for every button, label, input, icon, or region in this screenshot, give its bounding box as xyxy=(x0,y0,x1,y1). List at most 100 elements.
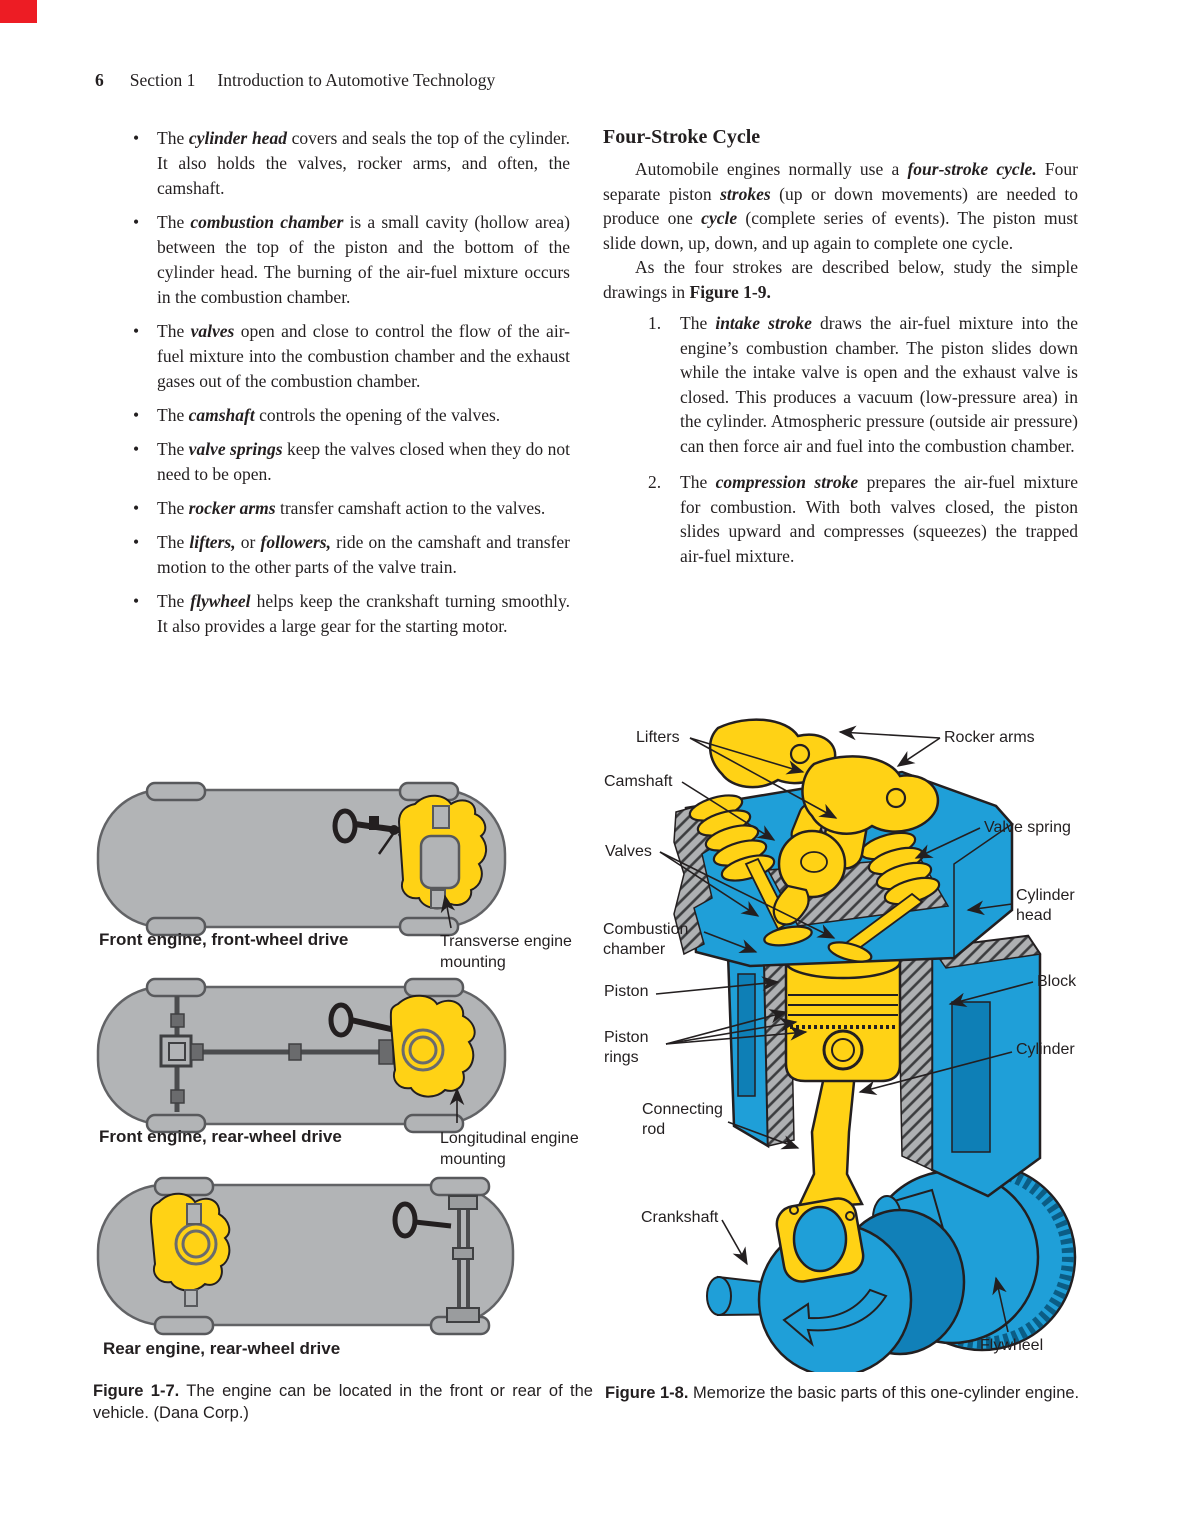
steering-column xyxy=(414,1219,452,1229)
bullet-marker: • xyxy=(133,591,140,611)
steering-column xyxy=(350,1017,396,1033)
label-valve-spring: Valve spring xyxy=(984,819,1071,836)
term-combustion-chamber: combustion chamber xyxy=(190,212,344,232)
wheel xyxy=(429,1176,491,1197)
term-strokes: strokes xyxy=(720,183,771,204)
label-lifters: Lifters xyxy=(636,729,680,746)
page-corner-tab xyxy=(0,0,37,23)
four-stroke-heading: Four-Stroke Cycle xyxy=(603,126,761,148)
bullet-marker: • xyxy=(133,405,140,425)
left-column: • The cylinder head covers and seals the… xyxy=(93,126,570,648)
wheel xyxy=(145,1113,207,1134)
bullet-text: The lifters, or followers, ride on the c… xyxy=(157,532,570,577)
page-title: Introduction to Automotive Technology xyxy=(217,70,496,90)
term-valve-springs: valve springs xyxy=(188,439,283,459)
car-label-front-rear: Front engine, rear-wheel drive xyxy=(99,1127,342,1146)
label-cylinder-head: Cylinder head xyxy=(1016,887,1075,924)
bullet-marker: • xyxy=(133,532,140,552)
figure-1-7-art xyxy=(96,781,515,1336)
bullet-marker: • xyxy=(133,498,140,518)
callout-longitudinal: Longitudinal engine mounting xyxy=(440,1130,579,1168)
callout-transverse: Transverse engine mounting xyxy=(440,933,572,971)
wheel xyxy=(398,916,460,937)
list-item: 1. The intake stroke draws the air-fuel … xyxy=(603,311,1078,458)
label-connecting-rod: Connecting rod xyxy=(642,1101,723,1138)
list-item: 2. The compression stroke prepares the a… xyxy=(603,470,1078,568)
bullet-text: The flywheel helps keep the crankshaft t… xyxy=(157,591,570,636)
bullet-item: • The combustion chamber is a small cavi… xyxy=(93,210,570,310)
list-number: 2. xyxy=(648,472,662,492)
wheel xyxy=(145,781,207,802)
bullet-item: • The rocker arms transfer camshaft acti… xyxy=(93,496,570,521)
term-camshaft: camshaft xyxy=(188,405,255,425)
label-rocker-arms: Rocker arms xyxy=(944,729,1035,746)
bullet-marker: • xyxy=(133,321,140,341)
term-intake-stroke: intake stroke xyxy=(715,313,812,333)
bullet-item: • The lifters, or followers, ride on the… xyxy=(93,530,570,580)
label-valves: Valves xyxy=(605,843,652,860)
figure-reference: Figure 1-9. xyxy=(689,281,771,302)
bullet-item: • The valves open and close to control t… xyxy=(93,319,570,394)
connecting-rod-art xyxy=(795,1070,864,1210)
bullet-text: The combustion chamber is a small cavity… xyxy=(157,212,570,307)
car-rear-rear xyxy=(96,1176,515,1336)
rotation-arrow xyxy=(782,1288,888,1347)
bullet-text: The valves open and close to control the… xyxy=(157,321,570,391)
figure-1-8-art xyxy=(655,718,1077,1372)
page-number: 6 xyxy=(95,70,104,90)
figure-1-7-caption: Figure 1-7. The engine can be located in… xyxy=(93,1382,593,1422)
list-number: 1. xyxy=(648,313,662,333)
bullet-item: • The valve springs keep the valves clos… xyxy=(93,437,570,487)
bullet-marker: • xyxy=(133,212,140,232)
paragraph: Automobile engines normally use a four-s… xyxy=(603,159,1078,253)
bullet-text: The valve springs keep the valves closed… xyxy=(157,439,570,484)
car-label-front-front: Front engine, front-wheel drive xyxy=(99,930,349,949)
label-cylinder: Cylinder xyxy=(1016,1041,1075,1058)
bullet-text: The rocker arms transfer camshaft action… xyxy=(157,498,546,518)
label-flywheel: Flywheel xyxy=(980,1337,1044,1354)
numbered-list: 1. The intake stroke draws the air-fuel … xyxy=(603,311,1078,568)
car-front-front xyxy=(96,781,507,937)
label-combustion-chamber: Combustion chamber xyxy=(603,921,689,958)
page-header: 6 Section 1 Introduction to Automotive Tec… xyxy=(95,70,495,91)
section-label: Section 1 xyxy=(129,70,196,90)
bullet-item: • The camshaft controls the opening of t… xyxy=(93,403,570,428)
valves-art xyxy=(744,857,924,963)
paragraph: As the four strokes are described below,… xyxy=(603,257,1078,302)
term-valves: valves xyxy=(190,321,235,341)
term-four-stroke-cycle: four-stroke cycle. xyxy=(907,159,1037,179)
term-followers: followers, xyxy=(260,532,332,552)
wheel xyxy=(153,1176,215,1197)
right-column: Four-Stroke Cycle Automobile engines nor… xyxy=(603,124,1078,580)
figure-1-8-caption: Figure 1-8. Memorize the basic parts of … xyxy=(605,1384,1080,1402)
leader-line xyxy=(440,894,456,929)
wheel xyxy=(403,977,465,998)
label-piston: Piston xyxy=(604,983,649,1000)
caption-number: Figure 1-8. xyxy=(605,1384,689,1402)
wheel xyxy=(145,977,207,998)
label-crankshaft: Crankshaft xyxy=(641,1209,719,1226)
term-cylinder-head: cylinder head xyxy=(188,128,287,148)
wheel xyxy=(403,1113,465,1134)
wrist-pin xyxy=(822,1029,864,1071)
caption-number: Figure 1-7. xyxy=(93,1382,180,1400)
leader-lines xyxy=(655,725,1034,1333)
bullet-item: • The cylinder head covers and seals the… xyxy=(93,126,570,201)
wheel xyxy=(153,1315,215,1336)
figure-1-8: Lifters Rocker arms Camshaft Valve sprin… xyxy=(600,712,1100,1472)
bullet-item: • The flywheel helps keep the crankshaft… xyxy=(93,589,570,639)
bullet-marker: • xyxy=(133,128,140,148)
car-label-rear-rear: Rear engine, rear-wheel drive xyxy=(103,1339,341,1358)
bullet-marker: • xyxy=(133,439,140,459)
term-flywheel: flywheel xyxy=(190,591,251,611)
label-block: Block xyxy=(1037,973,1077,990)
wheel xyxy=(145,916,207,937)
term-rocker-arms: rocker arms xyxy=(188,498,276,518)
label-piston-rings: Piston rings xyxy=(604,1029,649,1066)
piston-art xyxy=(784,944,902,1083)
differential xyxy=(159,1034,193,1068)
cylinder-wall xyxy=(897,942,933,1172)
steering-wheel xyxy=(392,1201,418,1239)
bullet-text: The camshaft controls the opening of the… xyxy=(157,405,501,425)
